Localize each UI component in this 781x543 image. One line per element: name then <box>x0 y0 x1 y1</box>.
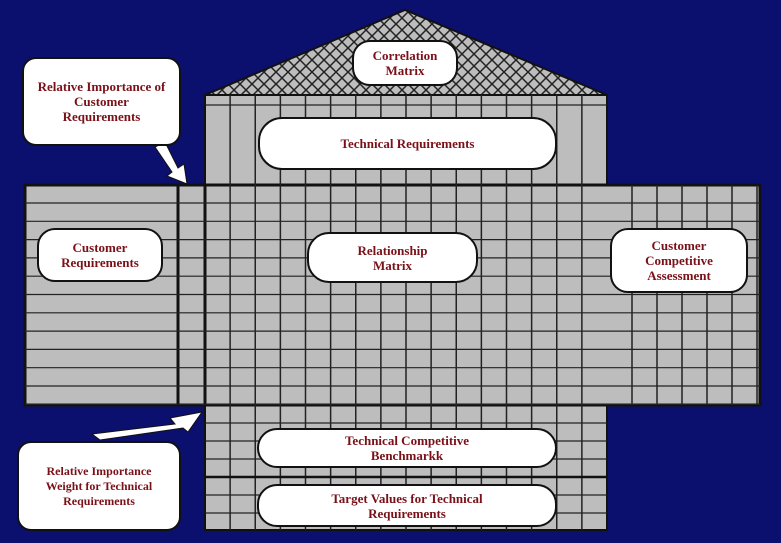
target-values-label: Target Values for Technical Requirements <box>257 484 557 527</box>
technical-requirements-label: Technical Requirements <box>258 117 557 170</box>
technical-competitive-benchmark-label: Technical Competitive Benchmarkk <box>257 428 557 468</box>
customer-requirements-label: Customer Requirements <box>37 228 163 282</box>
correlation-matrix-label: Correlation Matrix <box>352 40 458 86</box>
arrow-icon <box>154 141 188 185</box>
relationship-matrix-label: Relationship Matrix <box>307 232 478 283</box>
relative-importance-weight-callout: Relative Importance Weight for Technical… <box>17 441 181 531</box>
relative-importance-customer-callout: Relative Importance of Customer Requirem… <box>22 57 181 146</box>
arrow-icon <box>90 411 204 441</box>
customer-competitive-assessment-label: Customer Competitive Assessment <box>610 228 748 293</box>
